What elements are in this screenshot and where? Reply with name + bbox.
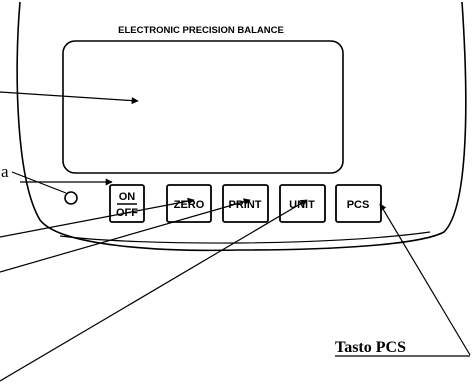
unit-label: UNIT xyxy=(289,199,315,211)
display-window xyxy=(62,40,344,174)
zero-leader-arrow xyxy=(0,197,195,238)
housing-inner-line xyxy=(59,231,431,244)
indicator-callout-text: a xyxy=(1,162,9,181)
display-leader-arrow xyxy=(0,91,139,105)
pcs-key[interactable]: PCS xyxy=(335,184,382,223)
pcs-callout-text: Tasto PCS xyxy=(335,339,406,356)
unit-leader-arrow xyxy=(0,199,308,382)
housing-outline xyxy=(16,1,467,252)
on-off-key[interactable]: ON OFF xyxy=(109,184,145,223)
indicator-light xyxy=(64,191,78,205)
on-label: ON xyxy=(119,191,136,203)
unit-key[interactable]: UNIT xyxy=(279,184,326,223)
pcs-leader-arrow xyxy=(379,203,471,356)
pcs-label: PCS xyxy=(347,199,370,211)
print-key[interactable]: PRINT xyxy=(222,184,269,223)
panel-title: ELECTRONIC PRECISION BALANCE xyxy=(118,25,284,36)
print-leader-arrow xyxy=(0,198,251,273)
